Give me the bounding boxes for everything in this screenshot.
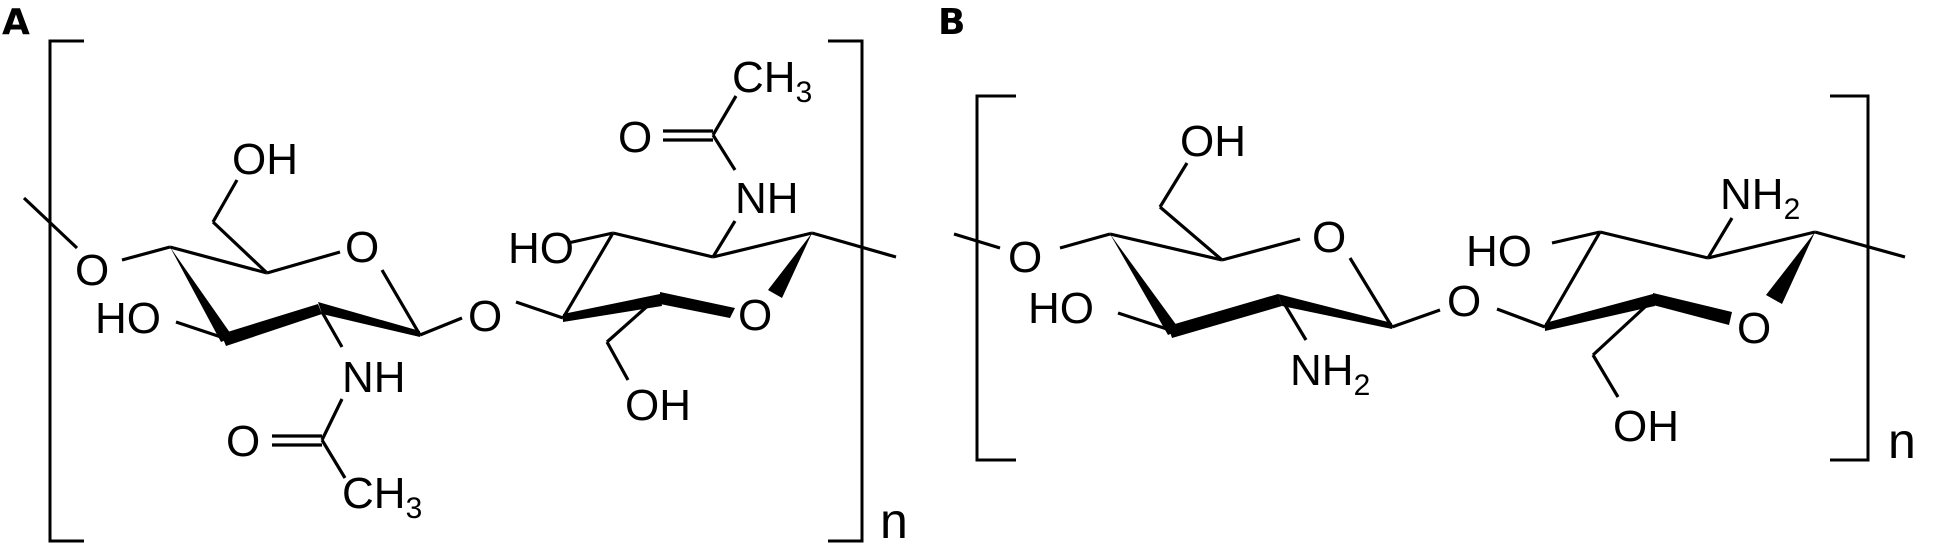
atom-ho: HO [95,294,161,343]
right-bracket-b [1830,94,1870,462]
atom-ho: HO [1466,227,1532,276]
left-bracket-b [975,94,1016,462]
atom-nh: NH [342,353,406,402]
atom-o: O [345,223,379,272]
atom-oh: OH [625,381,691,430]
atom-o: O [1008,233,1042,282]
atom-o: O [1737,304,1771,353]
panel-b-chitosan: B n OH O O HO NH2 O [938,2,1916,469]
atom-oh: OH [1180,117,1246,166]
polymer-n-a: n [880,493,908,549]
atom-o: O [75,246,109,295]
atom-oh: OH [1613,402,1679,451]
atom-o: O [618,113,652,162]
panel-label-a: A [2,2,30,43]
atom-o: O [226,417,260,466]
panel-label-b: B [938,2,965,43]
panel-a-chitin: A n OH O O HO NH O CH3 O [2,2,908,549]
wedge-bond [170,247,233,342]
atom-o: O [1312,213,1346,262]
atom-o: O [738,291,772,340]
bond [22,196,79,250]
atom-ho: HO [1028,284,1094,333]
atom-ho: HO [508,224,574,273]
atom-nh2: NH2 [1290,346,1370,402]
atom-ch3: CH3 [342,469,422,525]
left-bracket-a [48,39,84,543]
atom-glycosidic-o: O [1447,277,1481,326]
atom-glycosidic-o: O [468,292,502,341]
atom-oh: OH [232,135,298,184]
polymer-n-b: n [1888,413,1916,469]
atom-nh: NH [735,174,799,223]
right-bracket-a [828,39,864,543]
atom-nh2: NH2 [1720,170,1800,226]
atom-ch3: CH3 [732,53,812,109]
